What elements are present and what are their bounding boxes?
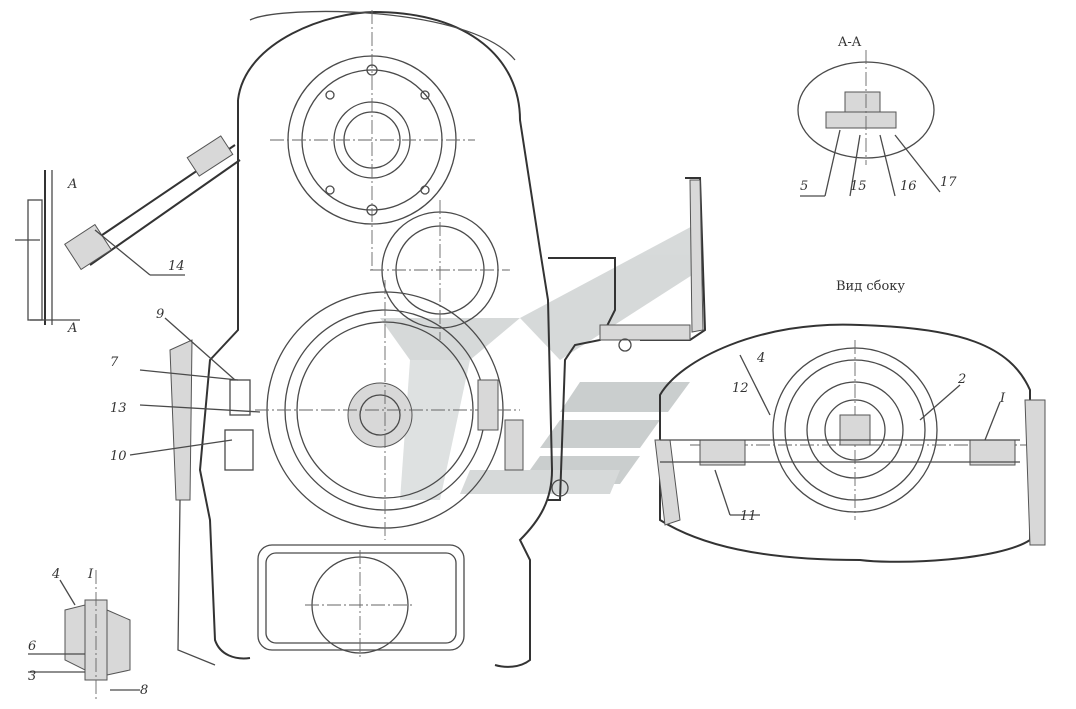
- callout-i-detail: I: [87, 567, 94, 582]
- callout-4: 4: [51, 567, 60, 582]
- callout-i-side: I: [999, 391, 1006, 406]
- callout-16: 16: [900, 179, 917, 194]
- bottom-cover: [305, 550, 415, 660]
- callout-11: 11: [740, 509, 757, 524]
- callout-a-upper: A: [67, 177, 77, 192]
- callout-5: 5: [800, 179, 808, 194]
- middle-shaft-bearing: [370, 200, 510, 340]
- callout-7: 7: [110, 355, 119, 370]
- release-mechanism: [477, 177, 707, 501]
- callout-2: 2: [957, 372, 966, 387]
- callout-4-side: 4: [756, 351, 765, 366]
- section-a-a-title: A-A: [837, 35, 862, 50]
- side-view: [654, 323, 1046, 563]
- callout-10: 10: [110, 449, 127, 464]
- callout-6: 6: [28, 639, 36, 654]
- callout-12: 12: [732, 381, 749, 396]
- callout-a-lower: A: [67, 321, 77, 336]
- detail-i: [28, 570, 140, 700]
- callout-8: 8: [140, 683, 148, 698]
- callout-13: 13: [110, 401, 127, 416]
- control-lever: [15, 135, 241, 325]
- lower-gear-assembly: [255, 280, 520, 540]
- side-view-title: Вид сбоку: [836, 279, 905, 294]
- leader-lines: [94, 229, 1001, 516]
- callout-14: 14: [168, 259, 185, 274]
- gearbox-housing: [198, 10, 554, 668]
- callout-9: 9: [156, 307, 164, 322]
- left-bracket: [129, 339, 261, 666]
- upper-shaft-bearing: [270, 10, 475, 270]
- callout-17: 17: [940, 175, 957, 190]
- section-a-a: [797, 50, 941, 197]
- callout-3: 3: [28, 669, 36, 684]
- callout-15: 15: [850, 179, 867, 194]
- watermark-logo: [380, 222, 700, 500]
